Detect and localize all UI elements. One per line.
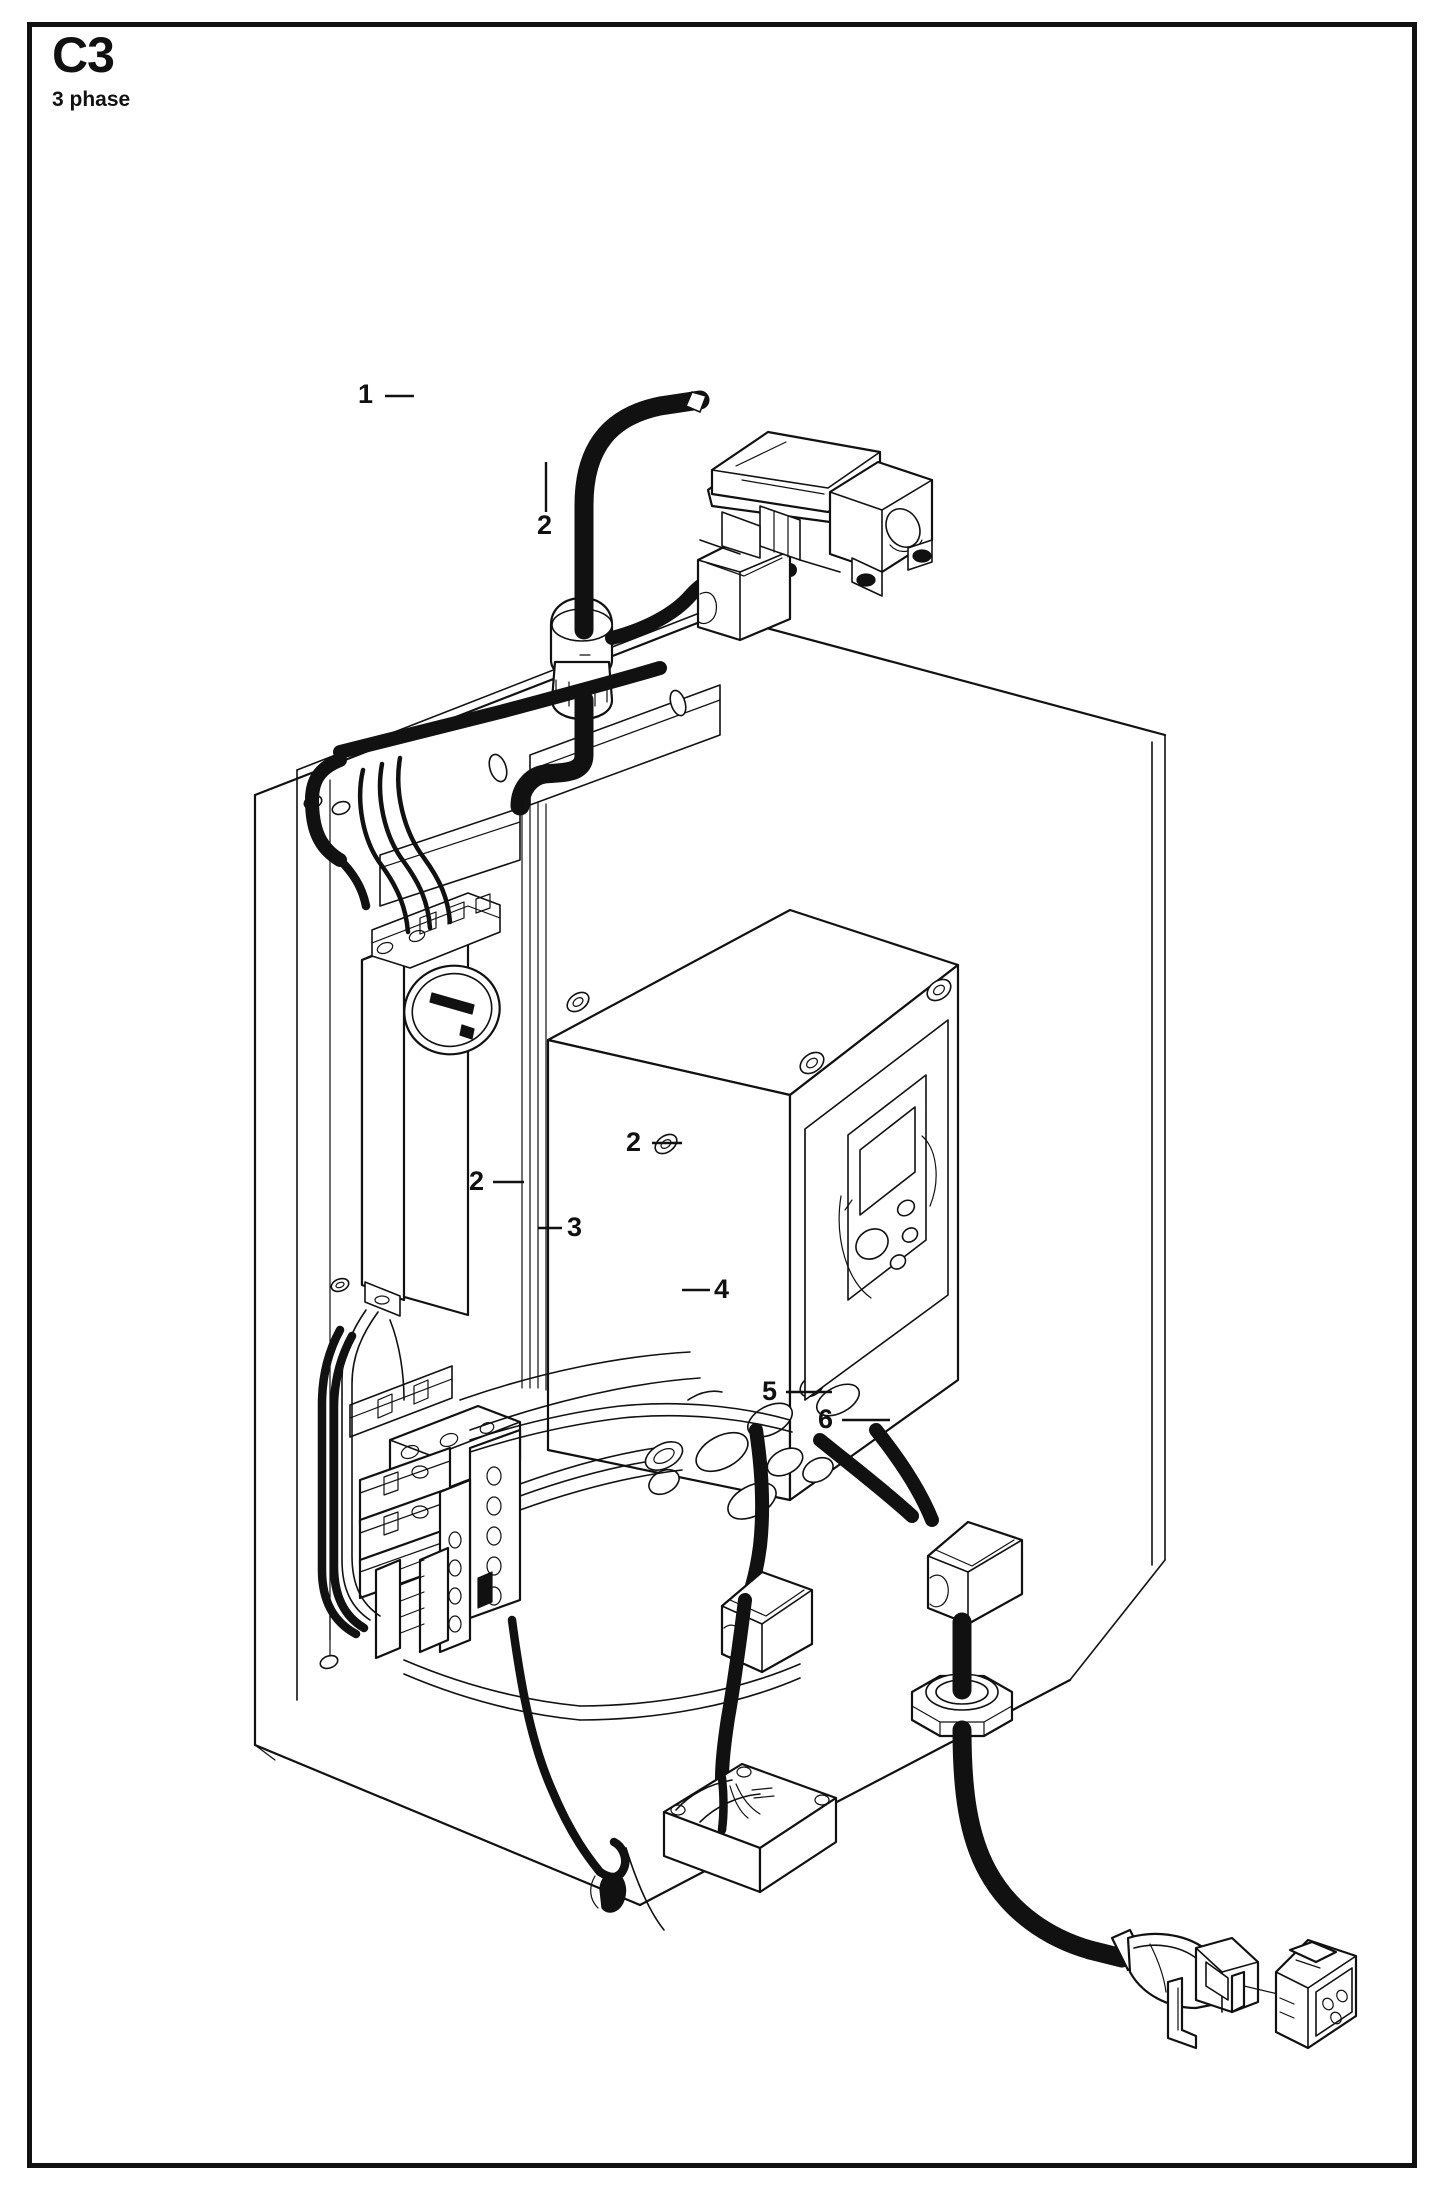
connector-block-lower-right[interactable] [926,1520,1024,1626]
page-subtitle: 3 phase [52,88,131,111]
callout-2-top: 2 [537,510,553,540]
callout-2-lower-right: 2 [626,1127,642,1157]
callout-1: 1 [358,379,374,409]
page-title: C3 [52,27,115,83]
socket-connector[interactable] [1243,1938,1358,2050]
variable-frequency-drive [546,908,960,1520]
title-block: C3 3 phase [52,30,472,112]
callout-6: 6 [818,1404,834,1434]
cable-gland-hex-nut [910,1673,1014,1738]
callout-3: 3 [567,1212,583,1242]
connector-block-top[interactable] [696,537,792,642]
vfd-keypad[interactable] [838,1074,937,1301]
floor-grommet [644,1441,684,1471]
main-switch-assembly[interactable] [699,430,934,597]
junction-box-cable [715,1593,752,1785]
contactor-terminal-assembly [349,1365,522,1660]
output-power-cable [952,1612,1132,1968]
junction-box [662,1762,838,1894]
internal-supply-cable [510,725,594,1391]
callout-4: 4 [714,1274,730,1304]
callout-leaders [385,394,890,1422]
sensor-lead [507,1615,665,1931]
transformer-module [360,892,501,1317]
control-wire-harness [305,661,667,935]
callout-5: 5 [762,1376,778,1406]
plug-housing[interactable] [1110,1928,1260,2050]
wire-duct [403,1659,801,1721]
left-side-wiring [317,1309,405,1641]
callout-2-lower-left: 2 [469,1166,485,1196]
